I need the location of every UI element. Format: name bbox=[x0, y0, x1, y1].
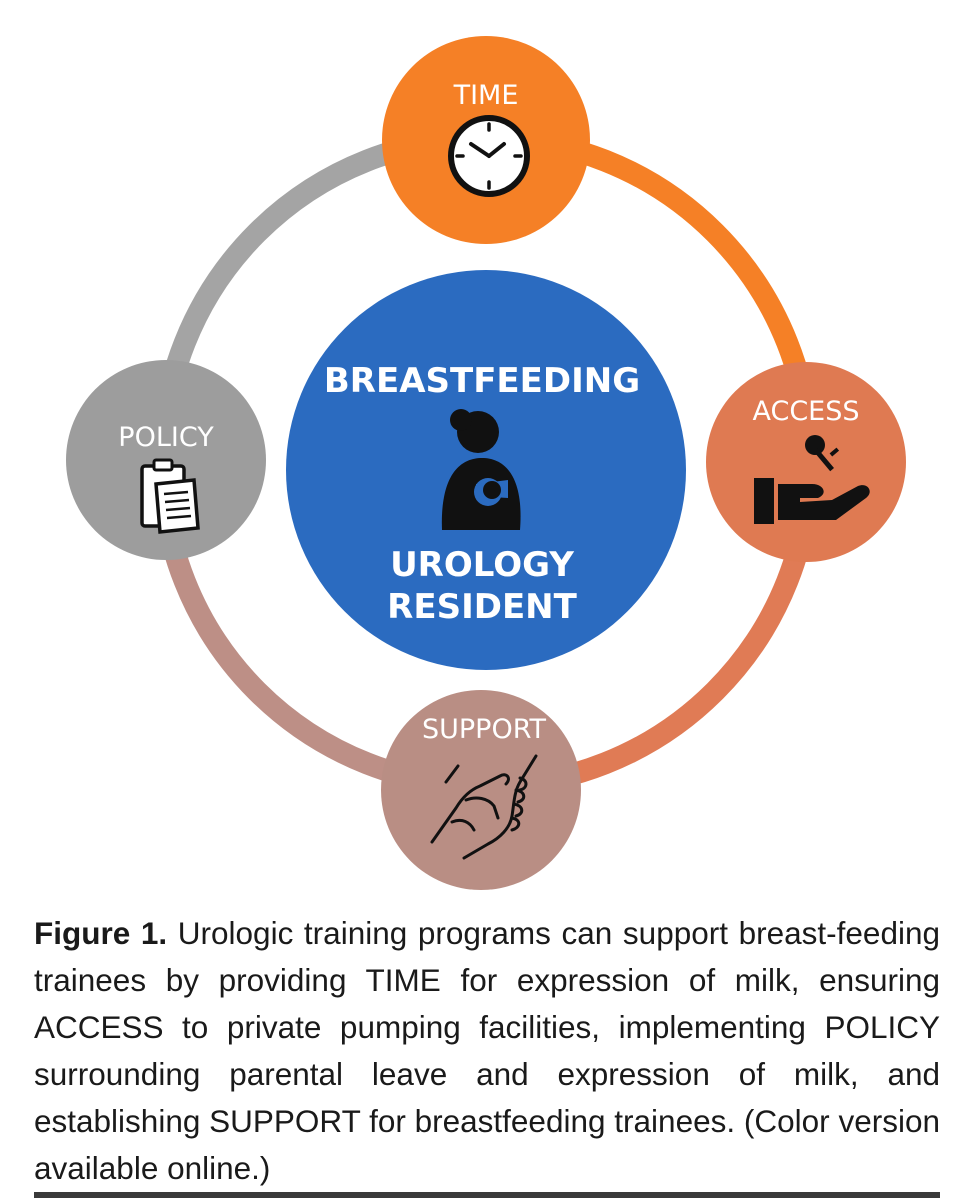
time-node: TIME bbox=[382, 36, 590, 244]
breastfeeding-mother-icon bbox=[441, 409, 521, 530]
figure-caption-text: Urologic training programs can support b… bbox=[34, 915, 940, 1186]
access-node: ACCESS bbox=[706, 362, 906, 562]
access-circle bbox=[706, 362, 906, 562]
support-node: SUPPORT bbox=[381, 690, 581, 890]
access-label: ACCESS bbox=[752, 396, 859, 427]
time-label: TIME bbox=[453, 80, 519, 111]
center-subtitle-line1: UROLOGY bbox=[390, 545, 574, 585]
center-node: BREASTFEEDING UROLOGY RESIDENT bbox=[286, 270, 686, 670]
support-circle bbox=[381, 690, 581, 890]
center-title: BREASTFEEDING bbox=[324, 361, 640, 401]
clock-icon bbox=[448, 115, 530, 197]
support-label: SUPPORT bbox=[422, 714, 547, 745]
diagram: BREASTFEEDING UROLOGY RESIDENT TIME bbox=[66, 36, 906, 890]
center-subtitle-line2: RESIDENT bbox=[387, 587, 577, 627]
helping-hands-icon bbox=[430, 754, 538, 860]
clipboard-icon bbox=[140, 458, 200, 534]
key-hand-icon bbox=[754, 435, 870, 524]
policy-label: POLICY bbox=[118, 422, 214, 453]
figure-caption: Figure 1. Urologic training programs can… bbox=[34, 910, 940, 1192]
policy-node: POLICY bbox=[66, 360, 266, 560]
figure-label: Figure 1. bbox=[34, 915, 168, 951]
bottom-rule bbox=[34, 1192, 940, 1198]
